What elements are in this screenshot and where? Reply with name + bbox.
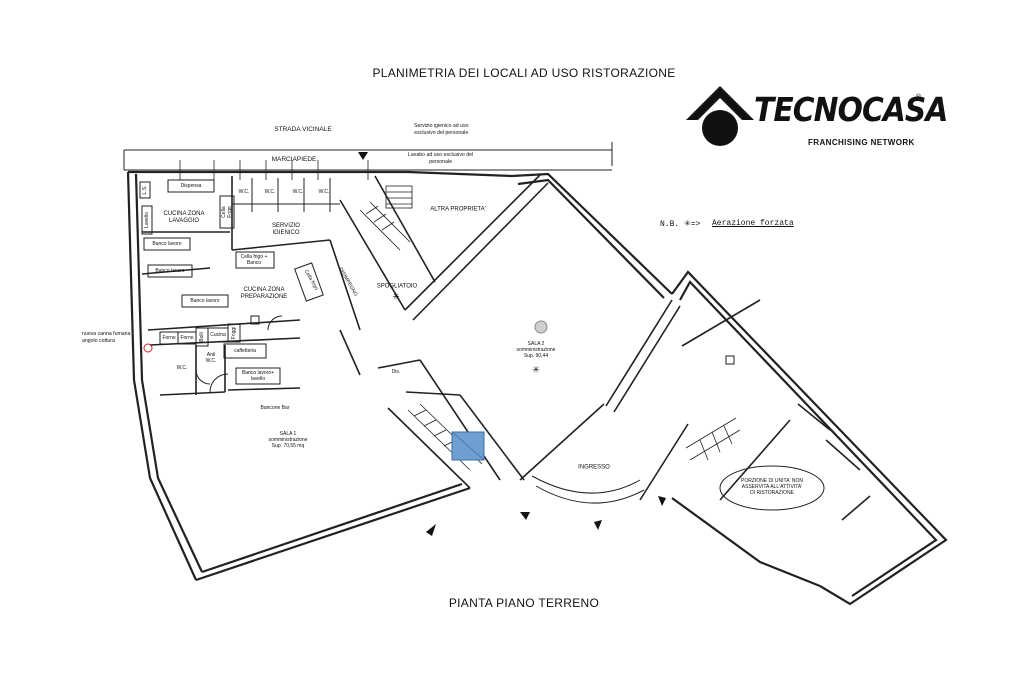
label-lavello: Lavello: [144, 212, 150, 228]
column-circle: [534, 320, 548, 334]
legend-nb: N.B. ✳=>: [660, 220, 701, 229]
label-ls: L.S.: [142, 185, 148, 195]
banco-lavello-box: [235, 367, 281, 385]
dispensa-box: [167, 179, 215, 193]
banco-lavoro-box-2: [147, 264, 193, 278]
lavello-box: [141, 205, 153, 235]
label-wc-4: W.C.: [318, 189, 330, 195]
label-canna-fumaria: nuova canna fumaria angolo cottura: [82, 331, 131, 344]
ingresso-arc: [531, 475, 641, 494]
porzione-ellipse: [719, 465, 825, 511]
label-caffetteria: caffetteria: [234, 348, 256, 354]
friggi-box: [227, 323, 241, 343]
label-dispensa: Dispensa: [180, 183, 202, 189]
label-cella-frigo: Cella Frigo: [221, 206, 233, 218]
label-strada: STRADA VICINALE: [274, 126, 332, 134]
label-wc-5: W.C.: [176, 365, 188, 371]
cella-frigo-box: [219, 195, 235, 229]
vent-ticks: [170, 160, 369, 180]
label-spogliatoio: SPOGLIATOIO: [376, 283, 418, 290]
label-lavabo-personale: Lavabo ad uso esclusivo del personale: [408, 152, 474, 165]
label-banco-lavoro-1: Banco lavoro: [152, 241, 182, 247]
label-cucina-lavaggio: CUCINA ZONA LAVAGGIO: [163, 210, 205, 224]
label-forno-2: Forno: [180, 335, 194, 341]
label-banco-lavoro-3: Banco lavoro: [190, 298, 220, 304]
label-ingresso: INGRESSO: [578, 464, 610, 471]
cella-frigo-box-2: [294, 262, 324, 302]
label-anti-wc: Anti W.C.: [205, 352, 217, 364]
stairs: [359, 185, 741, 471]
label-porzione: PORZIONE DI UNITA' NON ASSERVITA ALL'ATT…: [741, 478, 803, 496]
label-altra-proprieta: ALTRA PROPRIETA': [430, 206, 486, 213]
internal-walls: [141, 174, 871, 521]
house-logo-icon: [686, 86, 754, 146]
entrance-arrows: [358, 152, 666, 536]
cella-frigo-banco-box: [235, 251, 275, 269]
ls-box: [139, 181, 151, 199]
label-wc-3: W.C.: [292, 189, 304, 195]
label-bolli: Bolli: [199, 332, 205, 342]
ventilation-icon-spogliatoio: ✳: [392, 291, 400, 302]
ventilation-icon-sala2: ✳: [532, 364, 540, 375]
label-sala1: SALA 1 somministrazione Sup. 70,55 mq: [268, 431, 308, 449]
label-forno-1: Forno: [162, 335, 176, 341]
plan-subtitle: PIANTA PIANO TERRENO: [448, 596, 600, 610]
furniture: [139, 179, 324, 385]
label-dis: Dis.: [391, 369, 401, 375]
tecnocasa-logo: TECNOCASA ® FRANCHISING NETWORK: [684, 84, 948, 154]
label-servizio-personale: Servizio igienico ad uso esclusivo del p…: [414, 123, 469, 136]
logo-registered: ®: [916, 94, 922, 101]
logo-wordmark: TECNOCASA: [754, 90, 948, 129]
canna-fumaria-marker: [143, 343, 153, 353]
label-marciapiede: MARCIAPIEDE: [271, 156, 317, 164]
legend: N.B. ✳=> Aerazione forzata: [660, 219, 794, 229]
caffetteria-box: [223, 343, 267, 359]
outer-walls: [126, 170, 948, 606]
plan-title: PLANIMETRIA DEI LOCALI AD USO RISTORAZIO…: [372, 66, 676, 80]
banco-lavoro-box-3: [181, 294, 229, 308]
logo-tagline: FRANCHISING NETWORK: [808, 138, 915, 147]
label-servizio-igienico: SERVIZIO IGIENICO: [272, 222, 300, 236]
label-wc-2: W.C.: [264, 189, 276, 195]
label-cella-frigo-banco: Cella frigo + Banco: [240, 254, 268, 266]
banco-lavoro-box-1: [143, 237, 191, 251]
label-bancone-bar: Bancone Bar: [260, 405, 290, 411]
label-banco-lavoro-2: Banco lavoro: [155, 268, 185, 274]
label-sala2: SALA 2 somministrazione Sup. 90,44: [516, 341, 556, 359]
legend-aerazione: Aerazione forzata: [712, 219, 794, 228]
label-banco-lavoro-lavello: Banco lavoro+ lavello: [241, 370, 275, 382]
label-cucina: Cucina: [210, 332, 226, 338]
label-friggi: Friggi: [231, 326, 237, 340]
label-cucina-preparazione: CUCINA ZONA PREPARAZIONE: [240, 286, 288, 300]
label-wc-1: W.C.: [238, 189, 250, 195]
wc-partitions: [232, 178, 340, 212]
